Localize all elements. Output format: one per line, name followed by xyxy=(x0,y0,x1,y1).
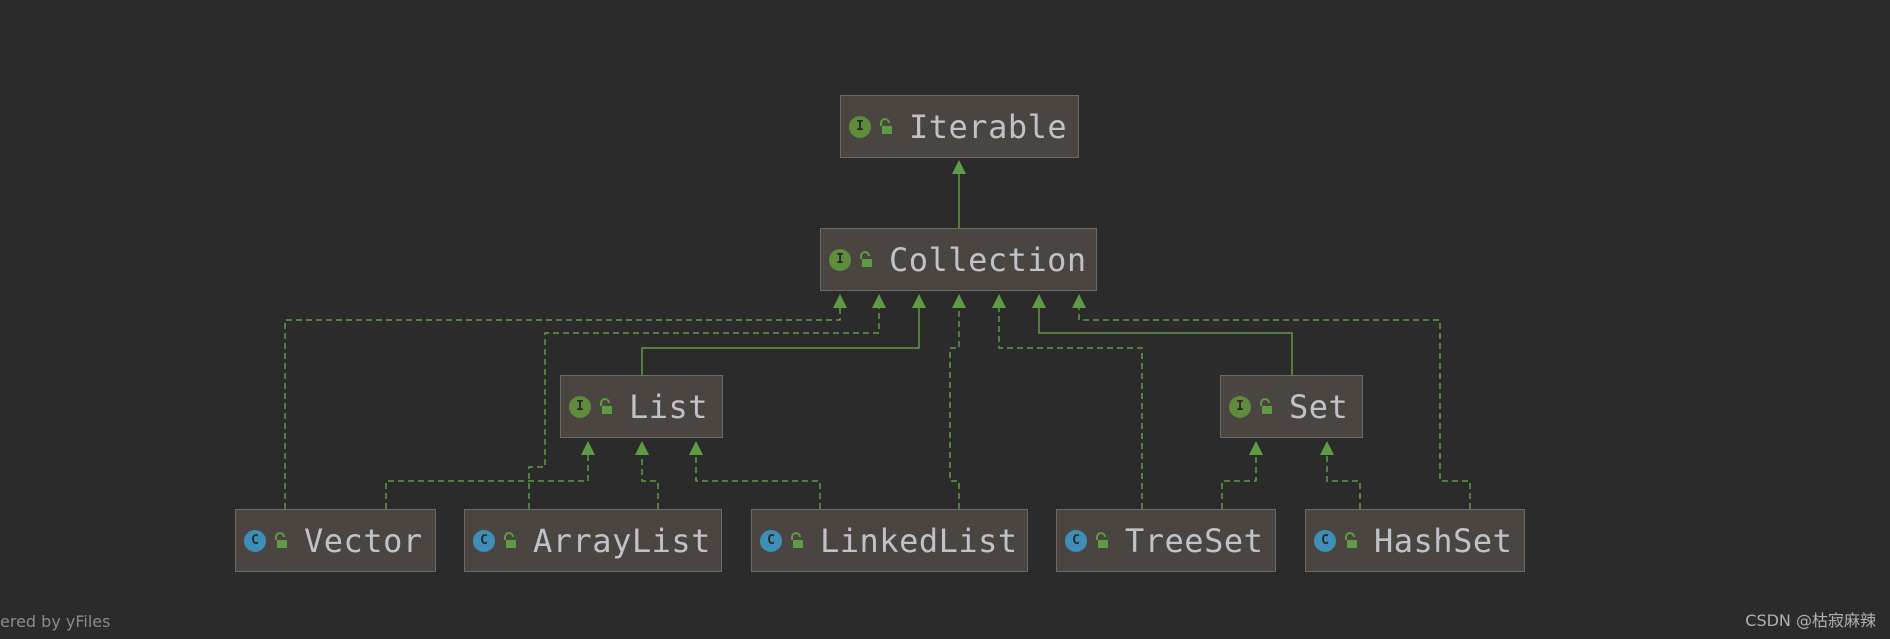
node-collection[interactable]: I Collection xyxy=(820,228,1097,291)
edge-treeset-to-set xyxy=(1221,455,1257,509)
public-lock-icon xyxy=(504,531,516,548)
class-icon: C xyxy=(1065,529,1087,552)
node-label: ArrayList xyxy=(533,521,711,560)
node-hashset[interactable]: C HashSet xyxy=(1305,509,1525,572)
node-treeset[interactable]: C TreeSet xyxy=(1056,509,1276,572)
public-lock-icon xyxy=(1096,531,1108,548)
arrowhead-hashset-to-set xyxy=(1320,441,1334,455)
node-label: List xyxy=(629,387,709,426)
arrowhead-hashset-to-collection xyxy=(1072,294,1086,308)
arrowhead-treeset-to-collection xyxy=(992,294,1006,308)
class-icon: C xyxy=(1314,529,1336,552)
edge-linkedlist-to-list xyxy=(695,455,821,509)
arrowhead-arraylist-to-list xyxy=(635,441,649,455)
edge-vector-to-list xyxy=(385,455,589,509)
public-lock-icon xyxy=(275,531,287,548)
public-lock-icon xyxy=(1260,397,1272,414)
arrowhead-collection-to-iterable xyxy=(952,160,966,174)
arrowhead-vector-to-list xyxy=(581,441,595,455)
node-arraylist[interactable]: C ArrayList xyxy=(464,509,722,572)
public-lock-icon xyxy=(791,531,803,548)
interface-icon: I xyxy=(569,395,591,418)
edge-arraylist-to-collection xyxy=(528,308,880,509)
arrowhead-treeset-to-set xyxy=(1249,441,1263,455)
edge-list-to-collection xyxy=(641,308,920,375)
node-label: Set xyxy=(1289,387,1349,426)
watermark-credit: CSDN @枯寂麻辣 xyxy=(1745,611,1876,630)
node-label: TreeSet xyxy=(1125,521,1264,560)
class-icon: C xyxy=(760,529,782,552)
node-label: Collection xyxy=(889,240,1087,279)
public-lock-icon xyxy=(600,397,612,414)
arrowhead-linkedlist-to-collection xyxy=(952,294,966,308)
node-linkedlist[interactable]: C LinkedList xyxy=(751,509,1028,572)
class-icon: C xyxy=(473,529,495,552)
interface-icon: I xyxy=(1229,395,1251,418)
class-icon: C xyxy=(244,529,266,552)
node-label: HashSet xyxy=(1374,521,1513,560)
edge-treeset-to-collection xyxy=(998,308,1143,509)
node-label: Vector xyxy=(304,521,423,560)
arrowhead-linkedlist-to-list xyxy=(689,441,703,455)
interface-icon: I xyxy=(849,115,871,138)
edge-hashset-to-collection xyxy=(1078,308,1471,509)
arrowhead-vector-to-collection xyxy=(833,294,847,308)
edge-hashset-to-set xyxy=(1326,455,1361,509)
node-label: LinkedList xyxy=(820,521,1018,560)
edge-vector-to-collection xyxy=(284,308,841,509)
edge-arraylist-to-list xyxy=(641,455,659,509)
node-label: Iterable xyxy=(909,107,1068,146)
interface-icon: I xyxy=(829,248,851,271)
node-iterable[interactable]: I Iterable xyxy=(840,95,1079,158)
public-lock-icon xyxy=(860,250,872,267)
edge-linkedlist-to-collection xyxy=(949,308,960,509)
node-list[interactable]: I List xyxy=(560,375,723,438)
node-set[interactable]: I Set xyxy=(1220,375,1363,438)
powered-by-caption: ered by yFiles xyxy=(0,612,111,631)
public-lock-icon xyxy=(1345,531,1357,548)
arrowhead-arraylist-to-collection xyxy=(872,294,886,308)
arrowhead-list-to-collection xyxy=(912,294,926,308)
edge-set-to-collection xyxy=(1038,308,1293,375)
arrowhead-set-to-collection xyxy=(1032,294,1046,308)
node-vector[interactable]: C Vector xyxy=(235,509,436,572)
public-lock-icon xyxy=(880,117,892,134)
